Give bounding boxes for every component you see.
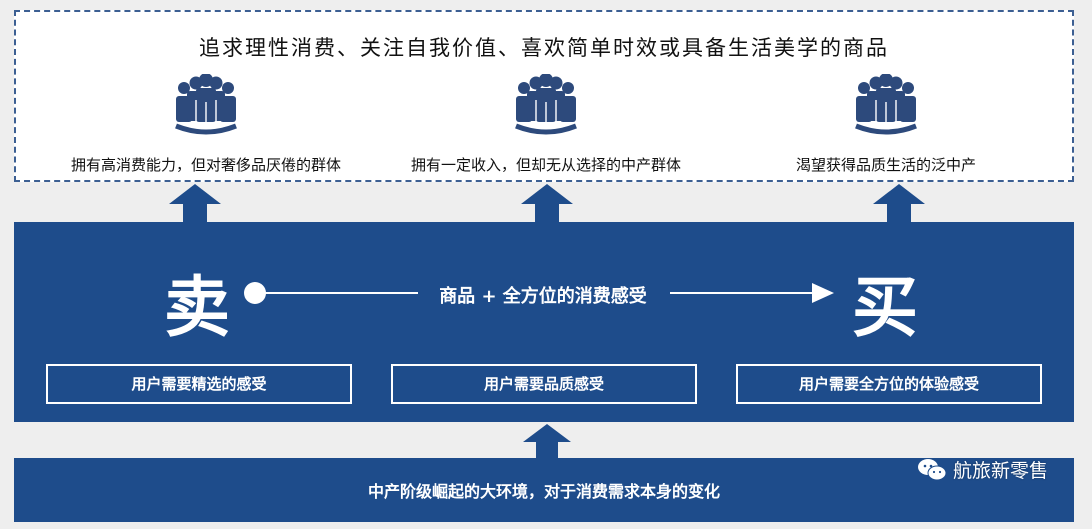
group-label: 拥有一定收入，但却无从选择的中产群体 <box>410 156 681 174</box>
wechat-icon <box>917 458 947 480</box>
watermark-text: 航旅新零售 <box>952 460 1048 482</box>
arrow-right-icon <box>670 283 834 303</box>
people-group-icon <box>175 74 237 135</box>
group-pan-middle: 渴望获得品质生活的泛中产 <box>716 74 1056 175</box>
buy-char: 买 <box>852 268 918 346</box>
flow-label: 商品 + 全方位的消费感受 <box>439 286 647 307</box>
up-arrow-icon <box>523 424 571 458</box>
top-dashed-box: 追求理性消费、关注自我价值、喜欢简单时效或具备生活美学的商品 拥有高消费能力，但… <box>14 10 1074 182</box>
need-box-curated: 用户需要精选的感受 <box>46 364 352 404</box>
group-high-income: 拥有高消费能力，但对奢侈品厌倦的群体 <box>36 74 376 175</box>
top-title: 追求理性消费、关注自我价值、喜欢简单时效或具备生活美学的商品 <box>199 36 889 60</box>
need-box-full-experience: 用户需要全方位的体验感受 <box>736 364 1042 404</box>
up-arrow-icon <box>521 184 573 222</box>
flow-line-left <box>244 282 418 304</box>
group-middle-income: 拥有一定收入，但却无从选择的中产群体 <box>376 74 716 175</box>
people-group-icon <box>855 74 917 135</box>
sell-char: 卖 <box>164 268 230 346</box>
bottom-text: 中产阶级崛起的大环境，对于消费需求本身的变化 <box>367 482 720 501</box>
need-box-quality: 用户需要品质感受 <box>391 364 697 404</box>
watermark: 航旅新零售 <box>917 456 1048 483</box>
people-group-icon <box>515 74 577 135</box>
main-band: 卖 商品 + 全方位的消费感受 买 用户需要精选的感受 用户需要品质感受 用户需… <box>14 222 1074 422</box>
group-label: 渴望获得品质生活的泛中产 <box>795 156 976 174</box>
up-arrow-icon <box>873 184 925 222</box>
group-label: 拥有高消费能力，但对奢侈品厌倦的群体 <box>70 156 341 174</box>
up-arrow-icon <box>169 184 221 222</box>
bottom-band: 中产阶级崛起的大环境，对于消费需求本身的变化 <box>14 458 1074 522</box>
